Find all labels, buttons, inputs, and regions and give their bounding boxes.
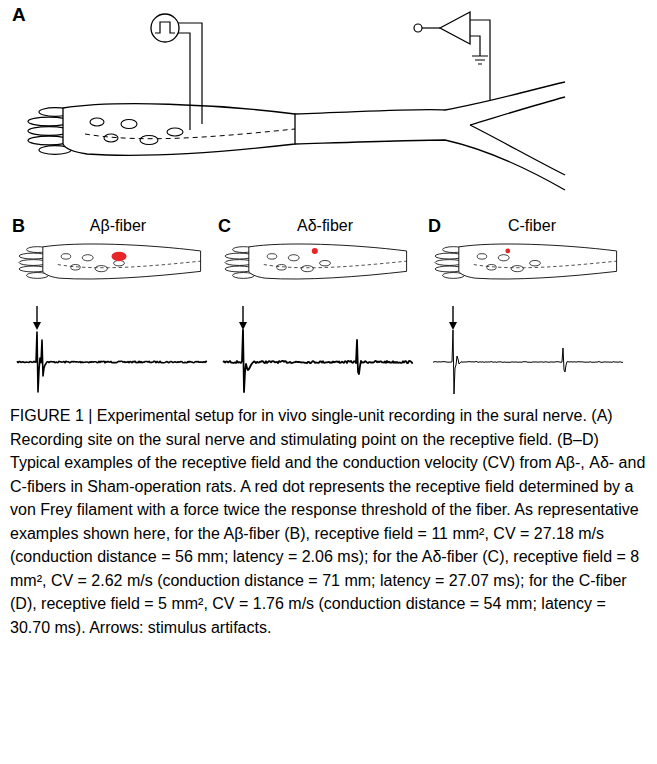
receptive-field-dot — [312, 248, 318, 254]
panel-label: A — [12, 4, 26, 26]
amplifier-wire — [422, 27, 440, 28]
foot-pad — [121, 120, 137, 129]
panel-label: C — [218, 216, 231, 237]
sural-nerve-path — [264, 261, 407, 268]
foot-pad — [530, 260, 541, 265]
foot-pad — [320, 260, 331, 265]
stimulating-wire — [178, 33, 190, 130]
receptive-field-dot — [505, 249, 510, 254]
sural-nerve-path — [85, 129, 295, 139]
panel-label: Aδ-fiber — [297, 217, 353, 235]
paw — [225, 244, 407, 279]
sural-nerve — [295, 140, 565, 190]
panel-label: D — [428, 216, 441, 237]
panel-label: C-fiber — [508, 217, 556, 235]
foot-pad — [301, 266, 313, 272]
paw — [19, 244, 201, 279]
sural-nerve — [470, 97, 565, 125]
amplifier-output — [414, 24, 422, 32]
recording-trace — [223, 330, 413, 392]
foot-pad — [167, 128, 183, 136]
arrowhead — [449, 322, 457, 330]
amplifier-symbol — [440, 12, 470, 44]
recording-wire — [470, 20, 490, 100]
stimulus-arrow — [452, 306, 453, 324]
ground-symbol — [472, 56, 488, 64]
stimulus-arrow — [36, 306, 37, 324]
pulse-symbol — [155, 22, 175, 33]
foot-pad — [82, 255, 93, 261]
ground-wire — [470, 36, 480, 56]
paw-outline — [249, 244, 407, 279]
foot-pad — [288, 255, 299, 261]
recording-trace — [17, 332, 207, 392]
foot-pad — [498, 255, 509, 261]
sural-nerve — [470, 125, 565, 175]
foot-pad — [61, 254, 71, 259]
figure-caption: FIGURE 1 | Experimental setup for in viv… — [10, 404, 647, 639]
foot-pad — [267, 254, 277, 259]
arrowhead — [33, 322, 41, 330]
paw-outline — [43, 244, 201, 279]
recording-trace — [433, 330, 623, 394]
foot-pad — [477, 254, 487, 259]
stimulator-symbol — [151, 14, 179, 42]
sural-nerve-path — [58, 261, 201, 268]
receptive-field-dot — [112, 252, 127, 262]
foot-pad — [90, 118, 104, 126]
paw-outline — [459, 244, 617, 279]
sural-nerve-path — [474, 261, 617, 268]
foot-pad — [140, 136, 158, 145]
paw — [435, 244, 617, 279]
panel-label: B — [12, 216, 25, 237]
arrowhead — [239, 322, 247, 330]
paw — [28, 104, 295, 156]
paw-outline — [63, 104, 295, 156]
foot-pad — [114, 260, 125, 265]
foot-pad — [95, 266, 107, 272]
panel-label: Aβ-fiber — [90, 217, 146, 235]
foot-pad — [511, 266, 523, 272]
stimulus-arrow — [242, 306, 243, 324]
